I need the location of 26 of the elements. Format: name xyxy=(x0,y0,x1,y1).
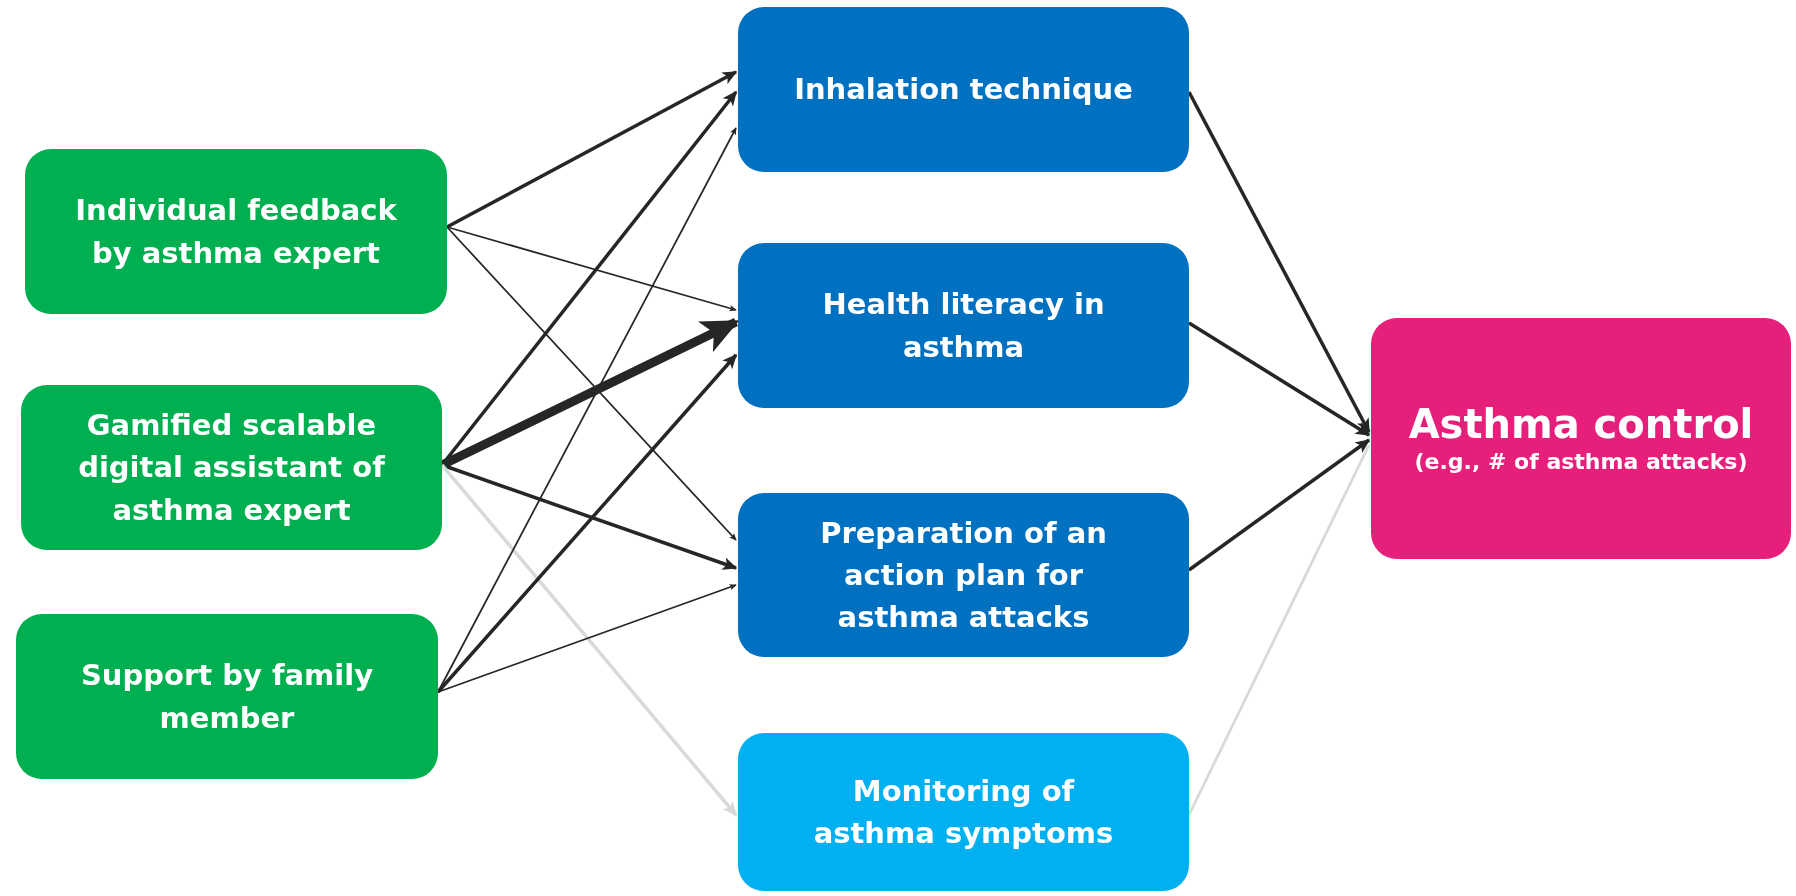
node-label: Gamified scalable digital assistant of asthma expert xyxy=(77,407,386,529)
node-subtitle: (e.g., # of asthma attacks) xyxy=(1414,448,1748,477)
node-label: Individual feedback by asthma expert xyxy=(74,192,398,272)
node-label: Asthma control xyxy=(1408,400,1754,449)
arrow xyxy=(446,226,737,541)
factor-box xyxy=(21,385,442,550)
factor-box xyxy=(738,243,1189,408)
arrow xyxy=(437,584,737,693)
arrow xyxy=(1187,91,1371,434)
factor-box xyxy=(738,7,1189,172)
arrow xyxy=(1188,321,1371,437)
arrow xyxy=(446,226,737,312)
node-label: Preparation of an action plan for asthma attacks xyxy=(819,514,1108,636)
node-label: Monitoring of asthma symptoms xyxy=(812,772,1115,852)
factor-box xyxy=(25,149,447,314)
factor-box xyxy=(738,493,1189,657)
arrow xyxy=(1187,438,1371,572)
arrow xyxy=(440,463,738,817)
arrow xyxy=(446,70,738,229)
factor-box xyxy=(738,733,1189,891)
node-label: Support by family member xyxy=(79,657,375,737)
factor-box xyxy=(16,614,438,779)
outcome-box xyxy=(1371,318,1791,559)
arrow xyxy=(436,353,738,694)
node-label: Inhalation technique xyxy=(794,71,1133,109)
node-label: Health literacy in asthma xyxy=(821,286,1106,366)
